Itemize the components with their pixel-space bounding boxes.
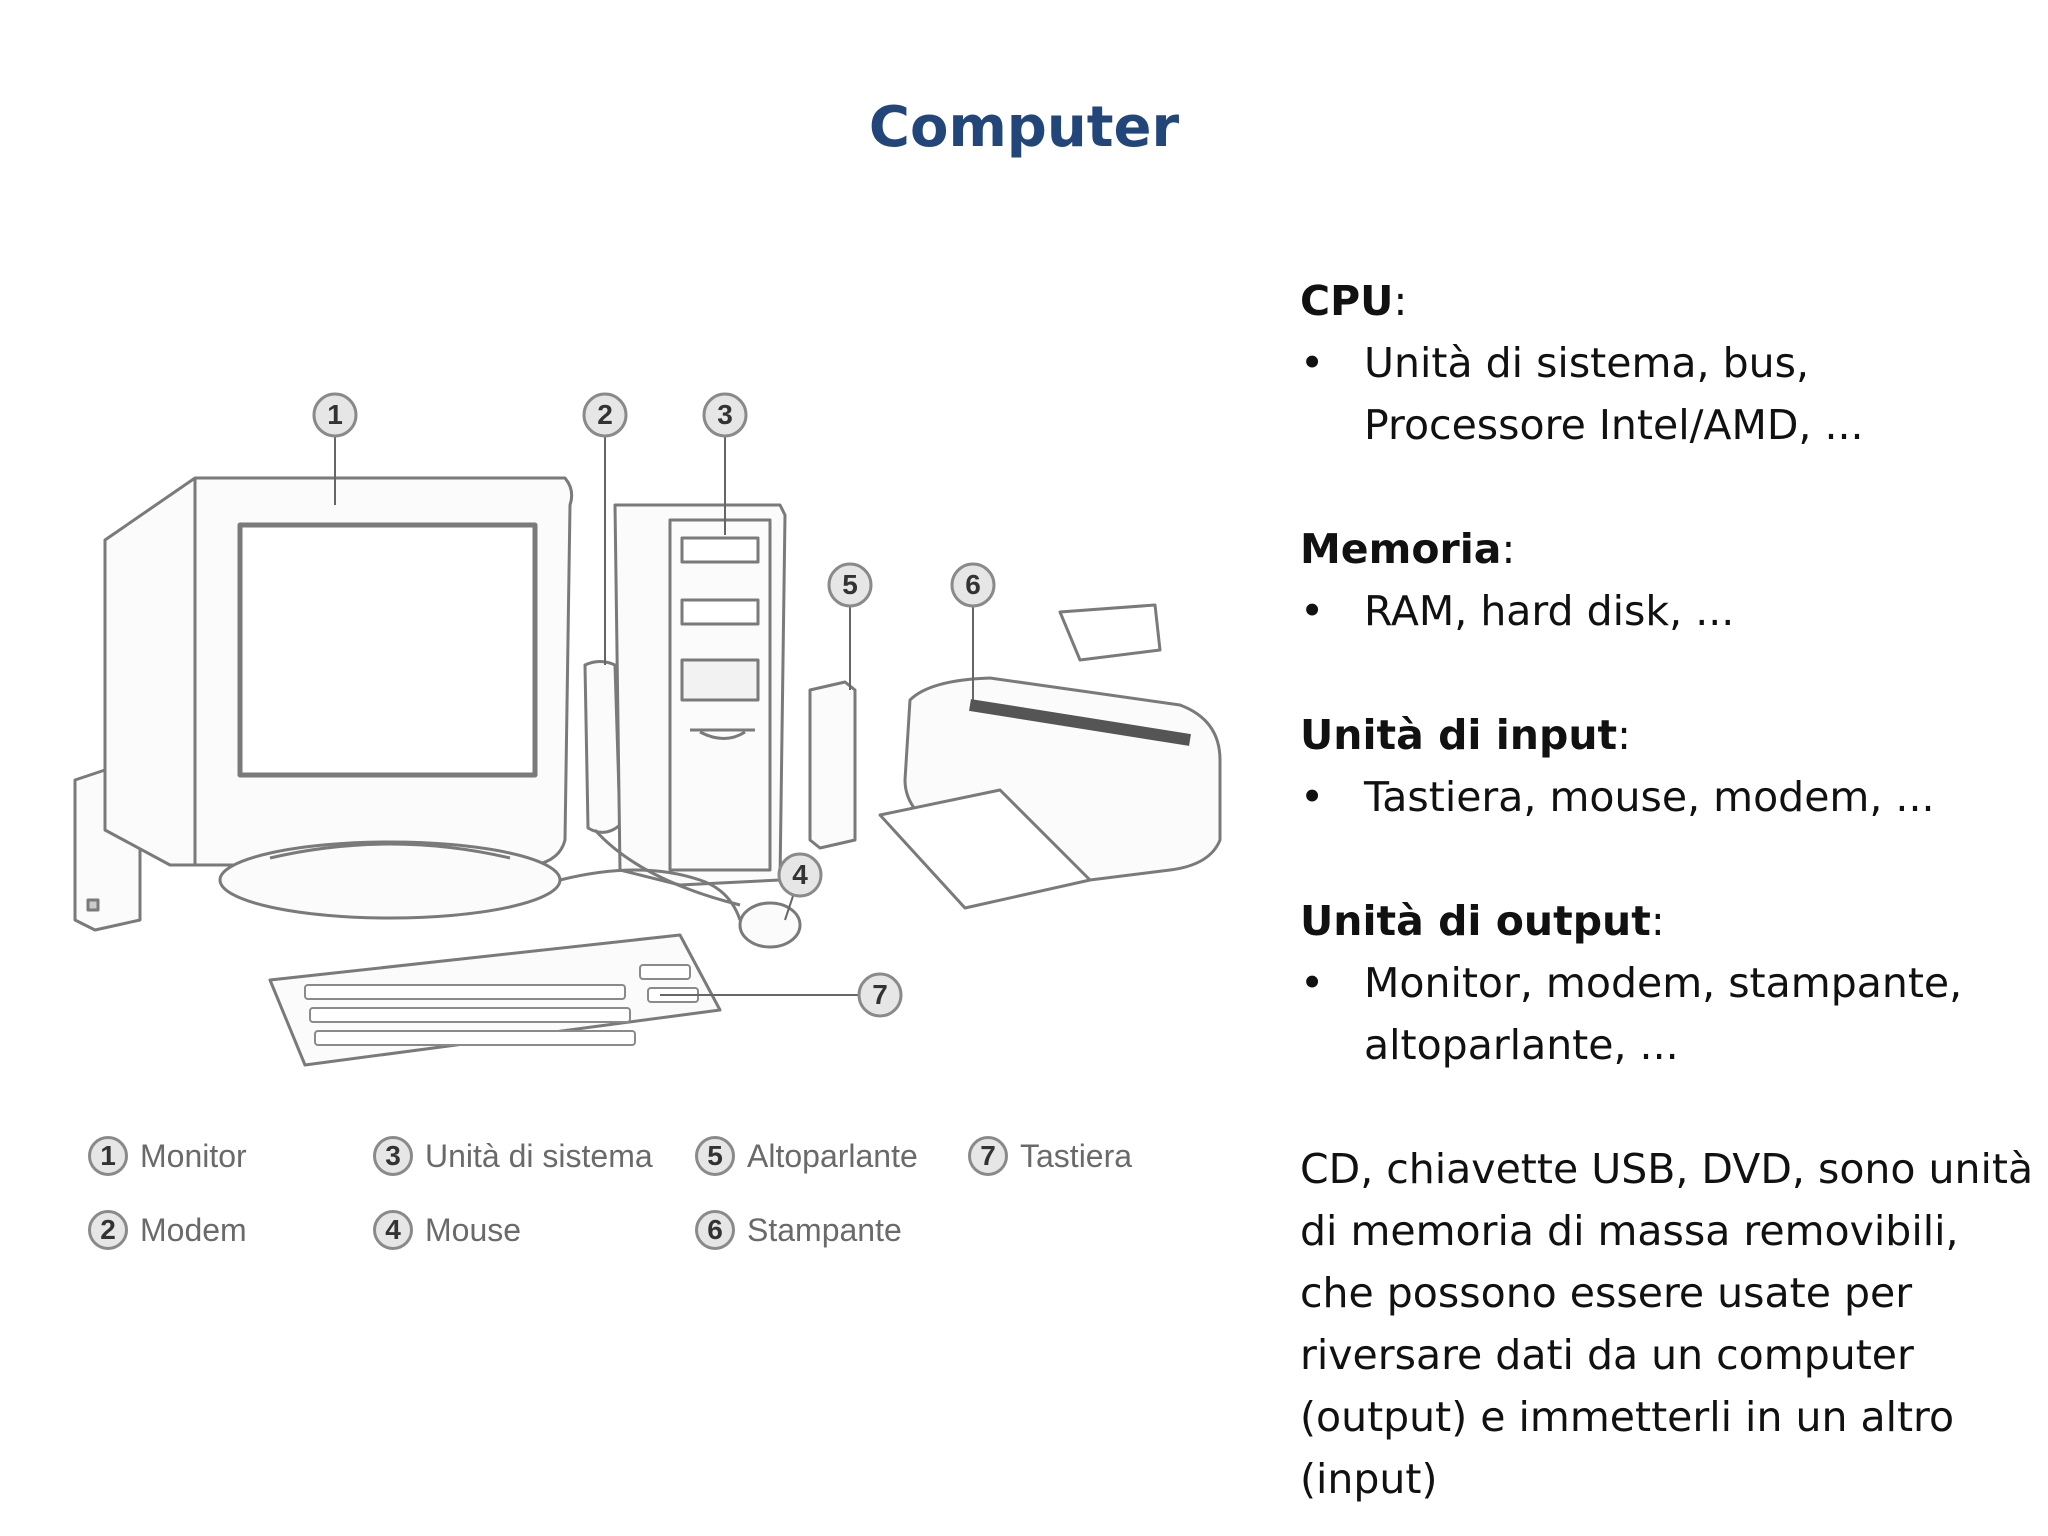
bullet-line: altoparlante, ... [1364,1021,1679,1069]
legend-item-modem: 2 Modem [88,1206,247,1254]
svg-text:7: 7 [872,979,888,1010]
legend-item-system-unit: 3 Unità di sistema [373,1132,653,1180]
callout-badges: 1 2 3 4 5 6 7 [312,392,996,1018]
legend-item-printer: 6 Stampante [695,1206,902,1254]
monitor-screen [237,522,538,778]
legend-badge: 6 [695,1210,735,1250]
bullet-item: • Unità di sistema, bus, Processore Inte… [1300,332,2040,456]
svg-text:2: 2 [597,399,613,430]
legend-badge: 3 [373,1136,413,1176]
callout-6: 6 [950,562,996,608]
callout-7: 7 [857,972,903,1018]
paragraph-line: (output) e immetterli in un altro [1300,1393,1955,1441]
legend-badge: 1 [88,1136,128,1176]
legend-label: Modem [140,1211,247,1248]
printer-paper [878,788,1092,910]
legend-label: Mouse [425,1211,522,1248]
legend-badge: 4 [373,1210,413,1250]
legend-badge: 2 [88,1210,128,1250]
removable-media-paragraph: CD, chiavette USB, DVD, sono unità di me… [1300,1138,2040,1510]
paragraph-line: di memoria di massa removibili, [1300,1207,1959,1255]
legend-badge: 7 [968,1136,1008,1176]
computer-illustration: 1 2 3 4 5 6 7 [73,392,1222,1067]
text-column: CPU: • Unità di sistema, bus, Processore… [1300,270,2040,1510]
modem [583,660,622,834]
legend-item-keyboard: 7 Tastiera [968,1132,1132,1180]
section-memory: Memoria: • RAM, hard disk, ... [1300,518,2040,642]
bullet-item: • RAM, hard disk, ... [1300,580,2040,642]
slide-title: Computer [868,95,1180,160]
callout-5: 5 [827,562,873,608]
computer-diagram: 1 2 3 4 5 6 7 [40,360,1260,1300]
paragraph-line: (input) [1300,1455,1438,1503]
section-heading: Unità di output: [1300,897,1665,945]
bullet-marker: • [1300,773,1325,821]
bullet-item: • Monitor, modem, stampante, altoparlant… [1300,952,2040,1076]
right-speaker [808,680,857,850]
legend-label: Altoparlante [747,1137,918,1174]
bullet-line: Processore Intel/AMD, ... [1364,401,1864,449]
legend-label: Stampante [747,1211,902,1248]
svg-text:1: 1 [327,399,343,430]
legend-item-monitor: 1 Monitor [88,1132,247,1180]
legend-label: Unità di sistema [425,1137,653,1174]
section-cpu: CPU: • Unità di sistema, bus, Processore… [1300,270,2040,456]
svg-text:4: 4 [792,859,808,890]
bullet-line: RAM, hard disk, ... [1364,587,1735,635]
legend-label: Monitor [140,1137,247,1174]
paragraph-line: riversare dati da un computer [1300,1331,1914,1379]
callout-3: 3 [702,392,748,438]
section-heading: Memoria: [1300,525,1516,573]
section-output: Unità di output: • Monitor, modem, stamp… [1300,890,2040,1076]
callout-2: 2 [582,392,628,438]
callout-1: 1 [312,392,358,438]
callout-4: 4 [777,852,823,898]
paragraph-line: che possono essere usate per [1300,1269,1913,1317]
section-input: Unità di input: • Tastiera, mouse, modem… [1300,704,2040,828]
bullet-line: Monitor, modem, stampante, [1364,959,1963,1007]
legend-label: Tastiera [1020,1137,1133,1174]
monitor-stand [218,840,562,920]
svg-text:3: 3 [717,399,733,430]
bullet-item: • Tastiera, mouse, modem, ... [1300,766,2040,828]
bullet-line: Unità di sistema, bus, [1364,339,1810,387]
legend-badge: 5 [695,1136,735,1176]
legend-item-mouse: 4 Mouse [373,1206,521,1254]
bullet-marker: • [1300,339,1325,387]
bullet-marker: • [1300,587,1325,635]
mouse [738,901,802,949]
svg-text:5: 5 [842,569,858,600]
legend-item-speaker: 5 Altoparlante [695,1132,918,1180]
svg-text:6: 6 [965,569,981,600]
section-heading: CPU: [1300,277,1408,325]
bullet-line: Tastiera, mouse, modem, ... [1364,773,1935,821]
paragraph-line: CD, chiavette USB, DVD, sono unità [1300,1145,2034,1193]
diagram-legend: 1 Monitor 3 Unità di sistema 5 Altoparla… [88,1132,1228,1302]
section-heading: Unità di input: [1300,711,1631,759]
bullet-marker: • [1300,959,1325,1007]
